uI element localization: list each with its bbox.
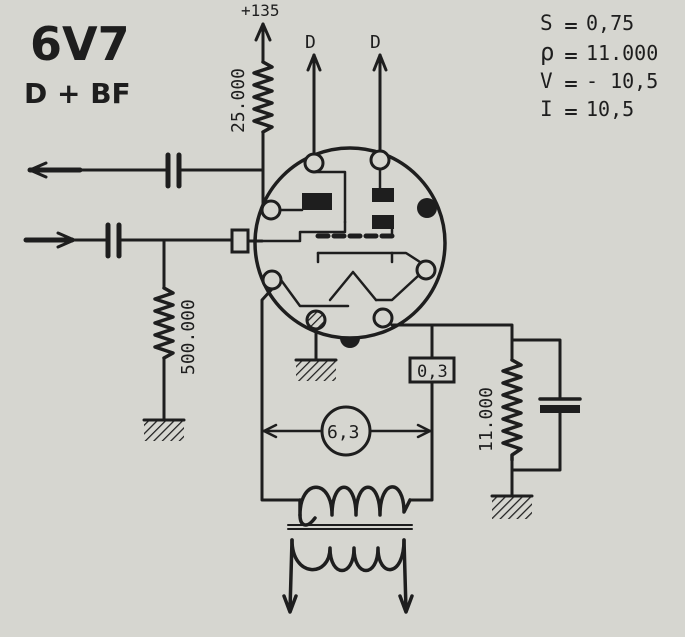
tube-title: 6V7 [30, 17, 130, 71]
diode-1-label: D [305, 32, 316, 53]
diode-2-label: D [370, 32, 381, 53]
transformer-primary [298, 485, 412, 527]
heater-current-label: 0,3 [417, 362, 448, 382]
param-symbol: ρ [540, 38, 554, 66]
tube-internal-wiring [256, 167, 422, 308]
output-coupling [27, 161, 265, 179]
param-value: 11.000 [586, 41, 658, 65]
transformer-core [287, 524, 413, 530]
input-coupling [23, 231, 234, 249]
cathode-resistor [501, 358, 523, 462]
heater-current-box [408, 356, 456, 384]
heater-voltage-label: 6,3 [327, 422, 360, 443]
param-value: 10,5 [586, 97, 634, 121]
param-value: - 10,5 [586, 69, 658, 93]
heater-voltage-dimension [262, 423, 432, 439]
heater-voltage-circle [320, 405, 372, 457]
input-capacitor [105, 222, 122, 259]
ground-symbol [490, 494, 534, 519]
supply-voltage-label: +135 [241, 1, 280, 20]
tube-base-key-icon [340, 338, 360, 348]
param-symbol: V [540, 69, 553, 93]
bypass-capacitor [538, 397, 582, 413]
diode-plates [302, 188, 394, 229]
transformer-secondary [282, 538, 414, 614]
tube-envelope [253, 146, 447, 340]
parameter-list: S 0,75 ρ 11.000 V - 10,5 I 10,5 [540, 11, 658, 121]
ground-symbol [294, 358, 338, 381]
param-symbol: S [540, 11, 553, 35]
grid-resistor [153, 286, 175, 360]
cathode-resistor-label: 11.000 [476, 387, 497, 452]
diode-outputs [306, 53, 388, 156]
pin-dot-icon [417, 198, 437, 218]
plate-resistor [252, 60, 274, 134]
grid-cap-icon [230, 228, 250, 254]
tube-function: D + BF [24, 77, 131, 110]
plate-resistor-label: 25.000 [228, 68, 249, 133]
ground-symbol [142, 418, 186, 441]
param-symbol: I [540, 97, 553, 121]
cathode-network [430, 323, 562, 497]
output-capacitor [165, 152, 182, 189]
param-value: 0,75 [586, 11, 634, 35]
supply-line [254, 22, 272, 64]
grid-resistor-label: 500.000 [178, 299, 199, 375]
